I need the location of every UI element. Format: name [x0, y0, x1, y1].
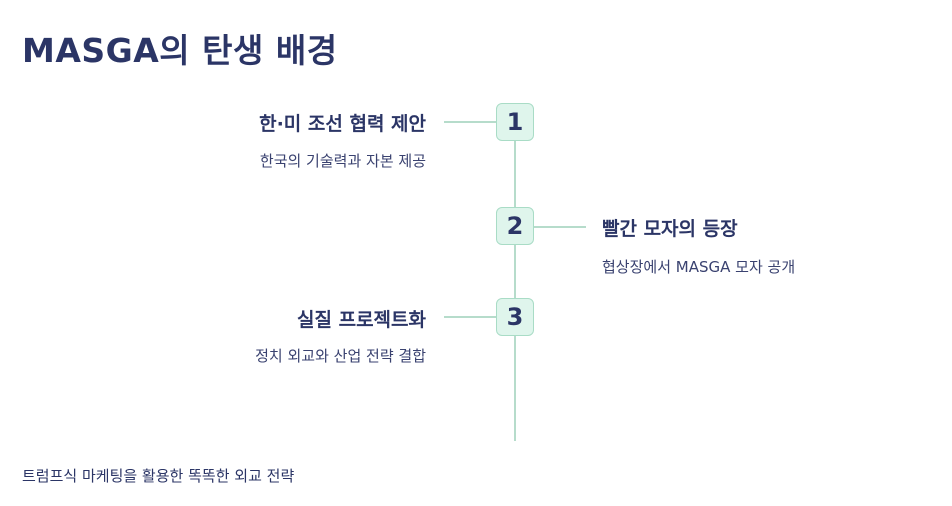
- step-desc-2: 협상장에서 MASGA 모자 공개: [602, 258, 796, 276]
- step-title-2: 빨간 모자의 등장: [602, 218, 738, 240]
- connector-step-3: [444, 316, 496, 318]
- step-badge-2: 2: [496, 207, 534, 245]
- timeline-line: [514, 116, 516, 441]
- connector-step-2: [534, 226, 586, 228]
- connector-step-1: [444, 121, 496, 123]
- step-badge-1: 1: [496, 103, 534, 141]
- step-desc-3: 정치 외교와 산업 전략 결합: [255, 347, 426, 365]
- footer-text: 트럼프식 마케팅을 활용한 똑똑한 외교 전략: [22, 467, 295, 485]
- step-title-3: 실질 프로젝트화: [297, 309, 426, 331]
- step-desc-1: 한국의 기술력과 자본 제공: [259, 152, 426, 170]
- step-badge-3: 3: [496, 298, 534, 336]
- page-title: MASGA의 탄생 배경: [22, 31, 338, 70]
- step-title-1: 한·미 조선 협력 제안: [259, 113, 426, 135]
